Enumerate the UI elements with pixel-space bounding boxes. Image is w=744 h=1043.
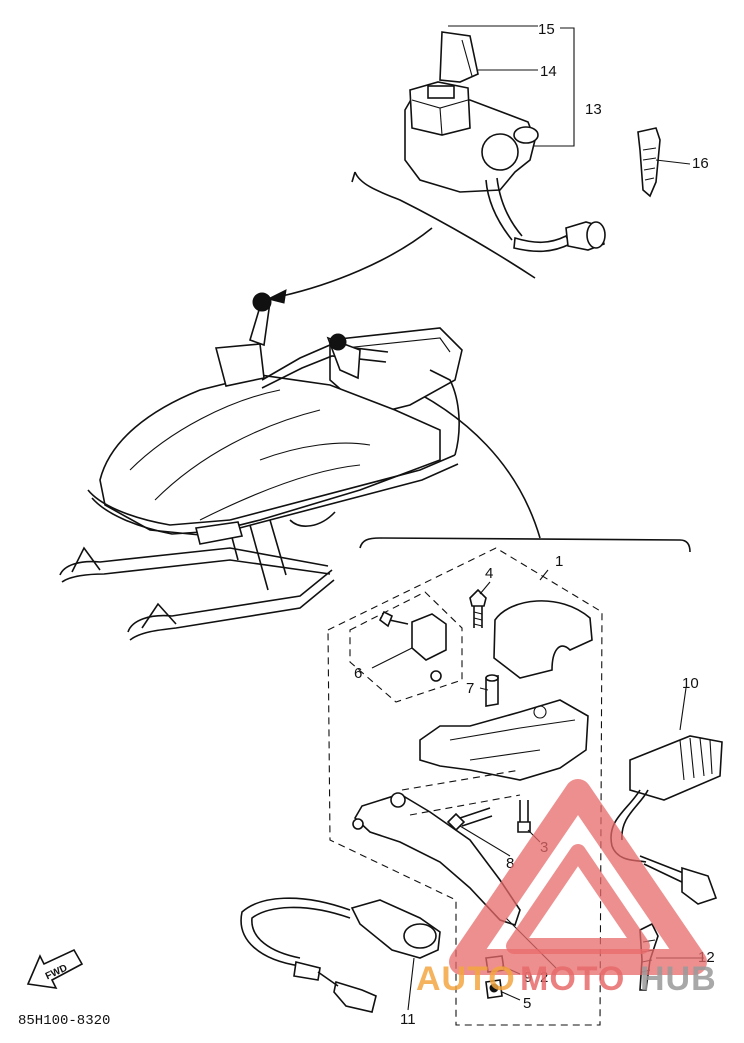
callout-5: 5 bbox=[523, 995, 531, 1012]
callout-8: 8 bbox=[506, 855, 514, 872]
watermark-hub: HUB bbox=[640, 960, 717, 998]
fwd-arrow-icon: FWD bbox=[26, 948, 84, 990]
callout-15: 15 bbox=[538, 21, 555, 38]
snowmobile-illustration bbox=[59, 292, 463, 641]
callout-1: 1 bbox=[555, 553, 563, 570]
throttle-lever-parts bbox=[240, 588, 723, 1013]
callout-6: 6 bbox=[354, 665, 362, 682]
callout-2: 2 bbox=[540, 969, 548, 986]
callout-10: 10 bbox=[682, 675, 699, 692]
lower-assembly-frame bbox=[327, 537, 691, 1026]
watermark-logo: AUTO MOTO HUB bbox=[416, 779, 717, 998]
callout-9: 9 bbox=[524, 969, 532, 986]
watermark-auto: AUTO bbox=[416, 960, 516, 998]
diagram-code: 85H100-8320 bbox=[18, 1013, 110, 1029]
watermark-moto: MOTO bbox=[520, 960, 625, 998]
callout-14: 14 bbox=[540, 63, 557, 80]
callout-13: 13 bbox=[585, 101, 602, 118]
callout-4: 4 bbox=[485, 565, 493, 582]
cable-band-part bbox=[637, 127, 661, 198]
callout-11: 11 bbox=[400, 1011, 416, 1028]
callout-7: 7 bbox=[466, 680, 474, 697]
callout-16: 16 bbox=[692, 155, 709, 172]
throttle-housing-assembly bbox=[351, 31, 606, 279]
